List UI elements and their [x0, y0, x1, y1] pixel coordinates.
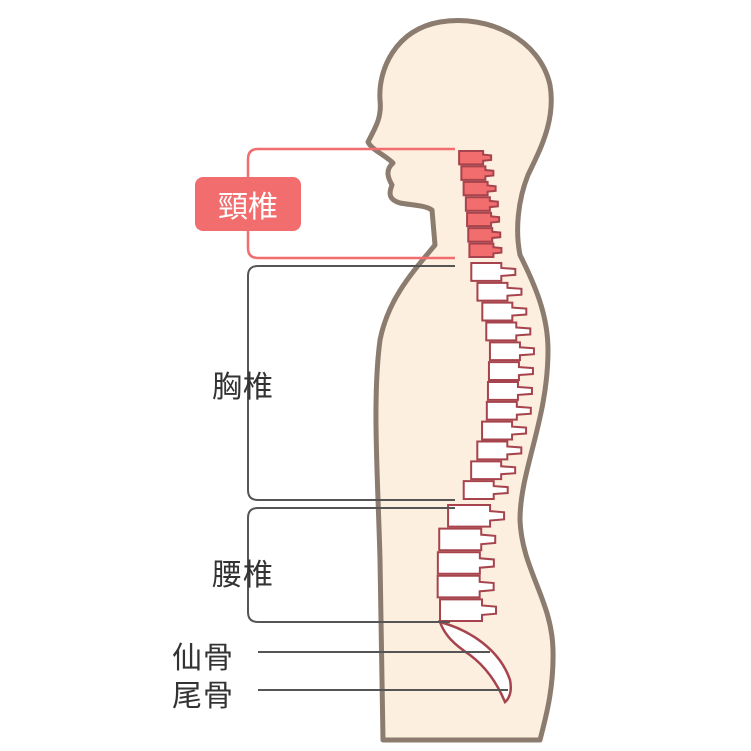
thoracic-vertebra [462, 480, 509, 500]
cervical-vertebra [464, 196, 499, 212]
thoracic-label: 胸椎 [212, 370, 274, 405]
lumbar-vertebra [436, 551, 495, 575]
cervical-vertebra [458, 150, 493, 166]
thoracic-vertebra [476, 440, 523, 461]
lumbar-label: 腰椎 [212, 558, 274, 593]
vertebrae-group [436, 150, 535, 622]
thoracic-bracket [247, 265, 455, 501]
cervical-label: 頸椎 [195, 177, 301, 231]
thoracic-vertebra [487, 361, 534, 381]
lumbar-bracket [247, 507, 455, 623]
thoracic-vertebra [470, 262, 517, 282]
cervical-vertebra [460, 165, 495, 181]
thoracic-vertebra [486, 381, 533, 401]
sacrum-label: 仙骨 [172, 641, 234, 676]
thoracic-vertebra [470, 460, 517, 481]
cervical-vertebra [468, 242, 503, 258]
lumbar-vertebra [447, 504, 506, 528]
thoracic-vertebra [481, 420, 528, 441]
cervical-vertebra [467, 227, 502, 243]
thoracic-vertebra [488, 341, 535, 362]
lumbar-vertebra [439, 598, 498, 622]
thoracic-vertebra [485, 321, 532, 342]
cervical-vertebra [462, 180, 497, 197]
body-silhouette [365, 18, 556, 743]
lumbar-vertebra [436, 574, 495, 599]
coccyx-label: 尾骨 [172, 679, 234, 714]
lumbar-vertebra [438, 527, 497, 552]
sacrum-coccyx [438, 620, 513, 705]
thoracic-vertebra [476, 281, 523, 302]
cervical-vertebra [466, 211, 501, 228]
thoracic-vertebra [481, 301, 528, 322]
thoracic-vertebra [485, 400, 532, 421]
